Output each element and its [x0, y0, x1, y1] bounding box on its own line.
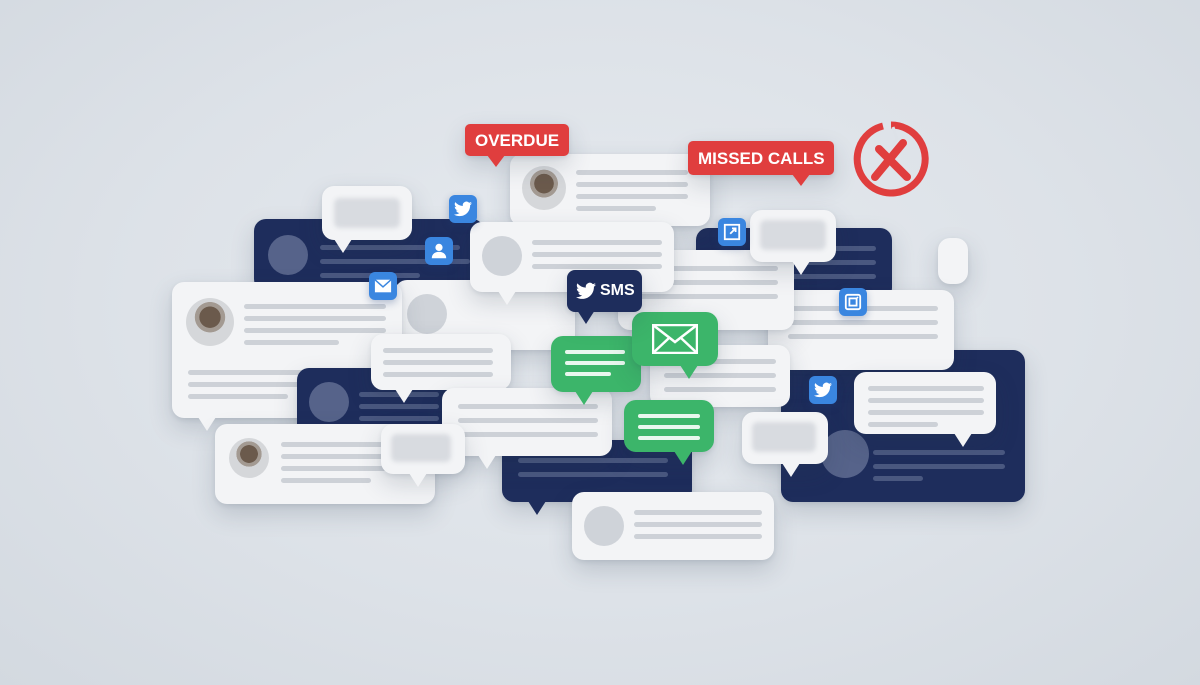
sms-badge: SMS — [567, 270, 642, 324]
sms-label: SMS — [600, 282, 635, 299]
message-bubble — [381, 424, 465, 487]
avatar — [186, 298, 234, 346]
message-bubble — [442, 388, 612, 469]
message-bubble — [510, 154, 710, 226]
broken-phone-circle-icon — [853, 121, 929, 197]
message-bubble — [742, 412, 828, 477]
message-bubble — [750, 210, 836, 275]
message-bubble — [322, 186, 412, 253]
message-bubble — [854, 372, 996, 447]
envelope-icon — [652, 324, 698, 354]
message-bubble — [371, 334, 511, 403]
user-icon — [425, 237, 453, 265]
avatar — [268, 235, 308, 275]
message-bubble — [572, 492, 774, 560]
twitter-icon — [809, 376, 837, 404]
missed-calls-label: MISSED CALLS — [698, 149, 825, 168]
overdue-alert: OVERDUE — [465, 124, 569, 167]
instagram-icon — [839, 288, 867, 316]
twitter-bird-icon — [576, 282, 596, 299]
external-link-icon — [718, 218, 746, 246]
email-bubble-green — [632, 312, 718, 379]
overdue-label: OVERDUE — [475, 131, 560, 150]
avatar — [522, 166, 566, 210]
chat-bubble-green — [624, 400, 714, 465]
twitter-icon — [449, 195, 477, 223]
avatar — [229, 438, 269, 478]
missed-calls-alert: MISSED CALLS — [688, 141, 834, 186]
mail-icon — [369, 272, 397, 300]
chat-bubble-green — [551, 336, 641, 405]
message-bubble — [938, 238, 968, 284]
